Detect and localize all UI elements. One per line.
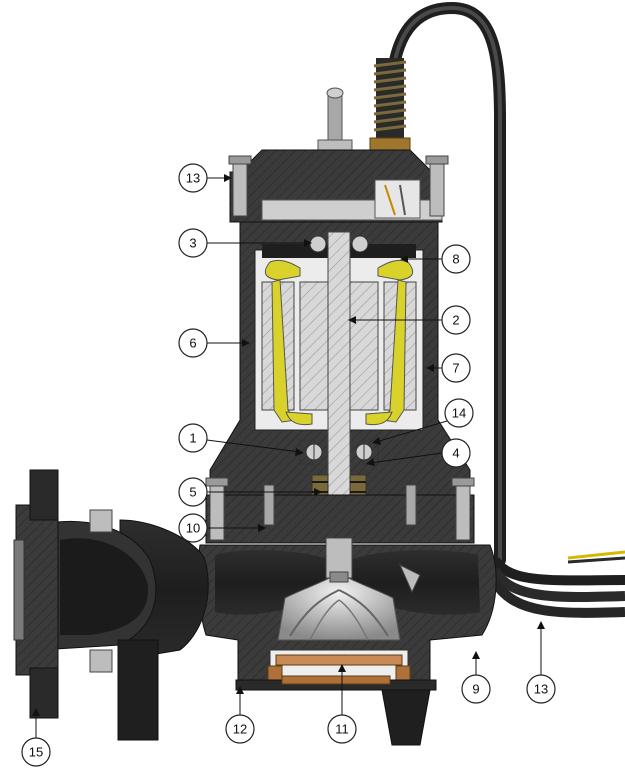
callout-7-label: 7 [452,361,459,376]
callout-3: 3 [178,228,312,258]
callout-13-top-label: 13 [186,171,200,186]
discharge-flange [13,469,159,741]
intermediate-flange [205,477,475,544]
callout-11: 11 [327,664,357,744]
wear-ring [267,649,411,683]
impeller [277,537,421,641]
callout-13-top: 13 [178,163,232,193]
callout-14-label: 14 [452,406,466,421]
base-plate [235,675,437,691]
callout-1-label: 1 [189,431,196,446]
windings [264,259,414,426]
top-cover [228,149,449,223]
callout-2-label: 2 [452,313,459,328]
callout-6: 6 [178,328,250,358]
callout-12: 12 [225,686,255,744]
discharge-pipe [39,519,209,661]
callouts: 13 3 8 2 6 [21,163,556,767]
cable-strain-relief [369,58,411,151]
callout-14: 14 [372,398,474,445]
callout-5: 5 [178,477,322,507]
callout-8: 8 [400,244,471,274]
callout-9-label: 9 [472,682,479,697]
callout-9: 9 [461,651,491,704]
callout-13-bottom: 13 [526,621,556,704]
callout-10: 10 [178,513,266,543]
callout-4-label: 4 [452,446,459,461]
callout-1: 1 [178,423,304,456]
callout-2: 2 [348,305,471,335]
callout-10-label: 10 [186,521,200,536]
callout-12-label: 12 [233,722,247,737]
callout-3-label: 3 [189,236,196,251]
callout-6-label: 6 [189,336,196,351]
callout-8-label: 8 [452,252,459,267]
callout-15-label: 15 [29,745,43,760]
callout-5-label: 5 [189,485,196,500]
callout-15: 15 [21,708,51,767]
callout-4: 4 [366,438,471,468]
callout-11-label: 11 [335,722,349,737]
callout-7: 7 [426,353,471,383]
callout-13-bottom-label: 13 [534,682,548,697]
power-cable [369,1,625,618]
support-foot [381,689,431,746]
